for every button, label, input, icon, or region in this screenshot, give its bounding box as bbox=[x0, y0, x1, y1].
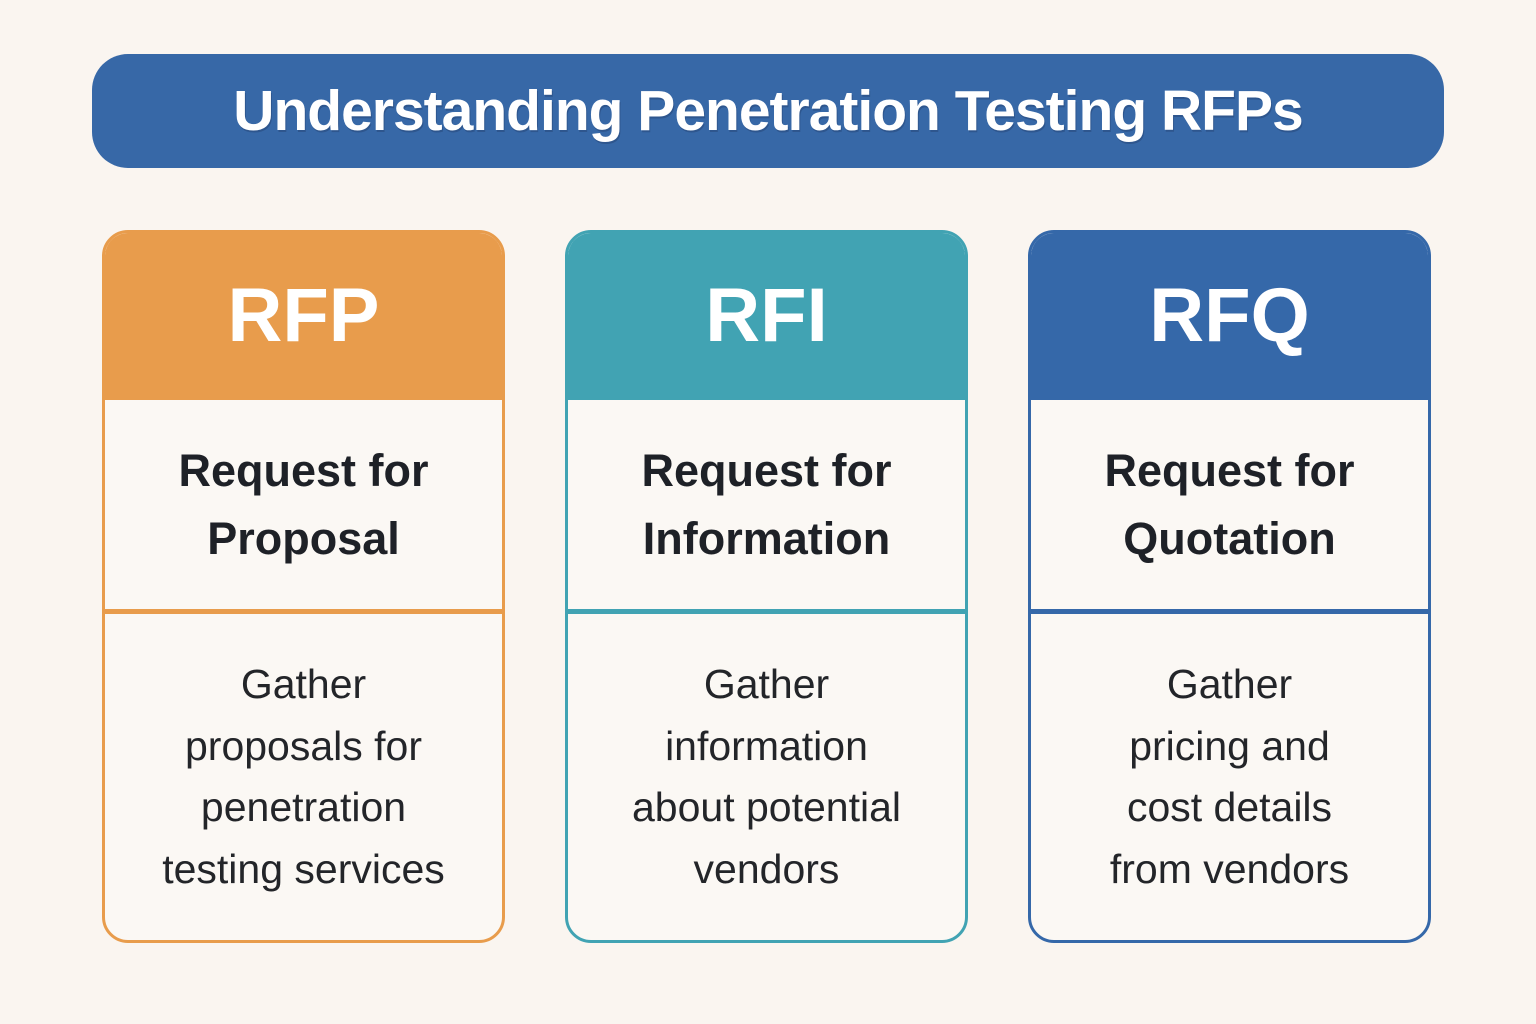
card-rfp-description: Gather proposals for penetration testing… bbox=[162, 661, 445, 892]
card-rfi-header: RFI bbox=[568, 233, 965, 400]
card-rfq-header: RFQ bbox=[1031, 233, 1428, 400]
title-banner: Understanding Penetration Testing RFPs bbox=[92, 54, 1444, 168]
card-rfq-abbreviation: RFQ bbox=[1149, 272, 1310, 358]
card-rfq-subtitle-section: Request for Quotation bbox=[1031, 400, 1428, 614]
card-rfi: RFI Request for Information Gather infor… bbox=[565, 230, 968, 943]
card-rfp-subtitle: Request for Proposal bbox=[178, 445, 429, 564]
cards-row: RFP Request for Proposal Gather proposal… bbox=[102, 230, 1431, 943]
card-rfp-abbreviation: RFP bbox=[227, 272, 380, 358]
card-rfi-description: Gather information about potential vendo… bbox=[631, 661, 901, 892]
card-rfq: RFQ Request for Quotation Gather pricing… bbox=[1028, 230, 1431, 943]
page-title: Understanding Penetration Testing RFPs bbox=[233, 79, 1303, 143]
card-rfp-description-section: Gather proposals for penetration testing… bbox=[105, 614, 502, 940]
card-rfq-description: Gather pricing and cost details from ven… bbox=[1109, 661, 1350, 892]
card-rfi-abbreviation: RFI bbox=[705, 272, 828, 358]
card-rfp-header: RFP bbox=[105, 233, 502, 400]
card-rfi-subtitle-section: Request for Information bbox=[568, 400, 965, 614]
card-rfq-subtitle: Request for Quotation bbox=[1104, 445, 1355, 564]
card-rfi-description-section: Gather information about potential vendo… bbox=[568, 614, 965, 940]
card-rfp: RFP Request for Proposal Gather proposal… bbox=[102, 230, 505, 943]
card-rfq-description-section: Gather pricing and cost details from ven… bbox=[1031, 614, 1428, 940]
card-rfi-subtitle: Request for Information bbox=[641, 445, 892, 564]
card-rfp-subtitle-section: Request for Proposal bbox=[105, 400, 502, 614]
